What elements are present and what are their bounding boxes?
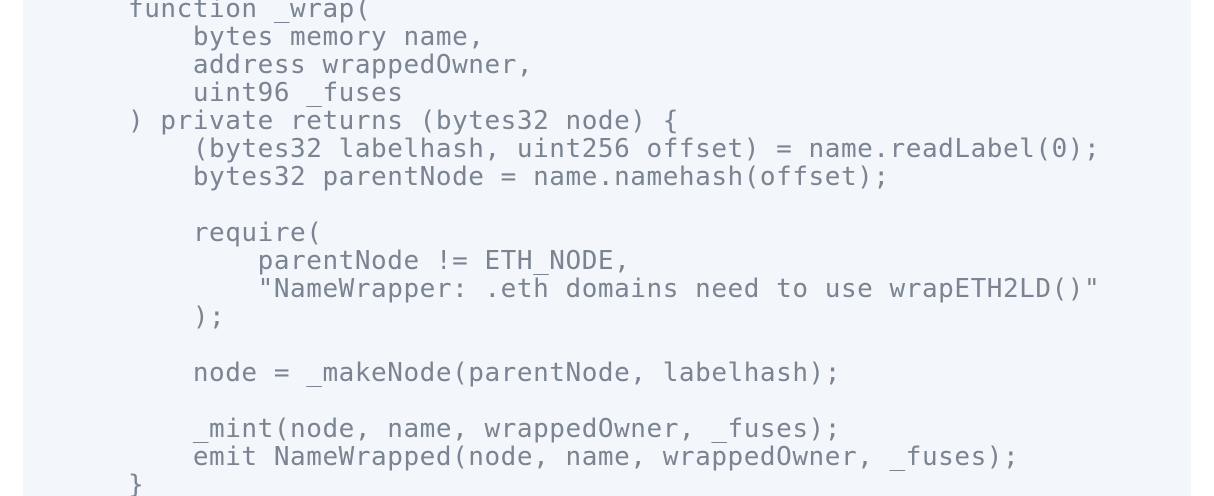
- code-content: function _wrap( bytes memory name, addre…: [128, 0, 1101, 496]
- code-block-panel: function _wrap( bytes memory name, addre…: [23, 0, 1191, 496]
